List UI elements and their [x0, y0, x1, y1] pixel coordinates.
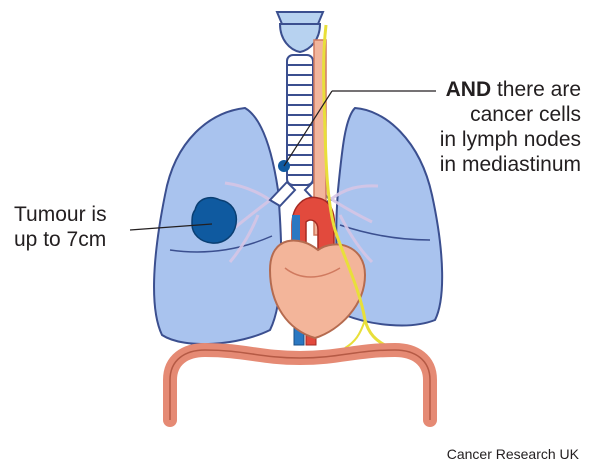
lymph-callout-line-1: AND there are	[440, 77, 581, 102]
credit-text: Cancer Research UK	[447, 446, 579, 462]
lymph-node-callout: AND there are cancer cells in lymph node…	[440, 77, 581, 177]
lymph-callout-line-4: in mediastinum	[440, 152, 581, 177]
lymph-callout-line-1-rest: there are	[491, 78, 581, 101]
nerve-branch	[345, 320, 365, 348]
tumour	[192, 198, 236, 243]
lymph-callout-emphasis: AND	[446, 78, 492, 101]
diaphragm	[170, 350, 430, 420]
tumour-callout-line-2: up to 7cm	[14, 227, 107, 252]
lymph-callout-line-3: in lymph nodes	[440, 127, 581, 152]
tumour-size-callout: Tumour is up to 7cm	[14, 202, 107, 252]
lymph-callout-line-2: cancer cells	[440, 102, 581, 127]
tumour-callout-line-1: Tumour is	[14, 202, 107, 227]
heart	[270, 240, 365, 338]
